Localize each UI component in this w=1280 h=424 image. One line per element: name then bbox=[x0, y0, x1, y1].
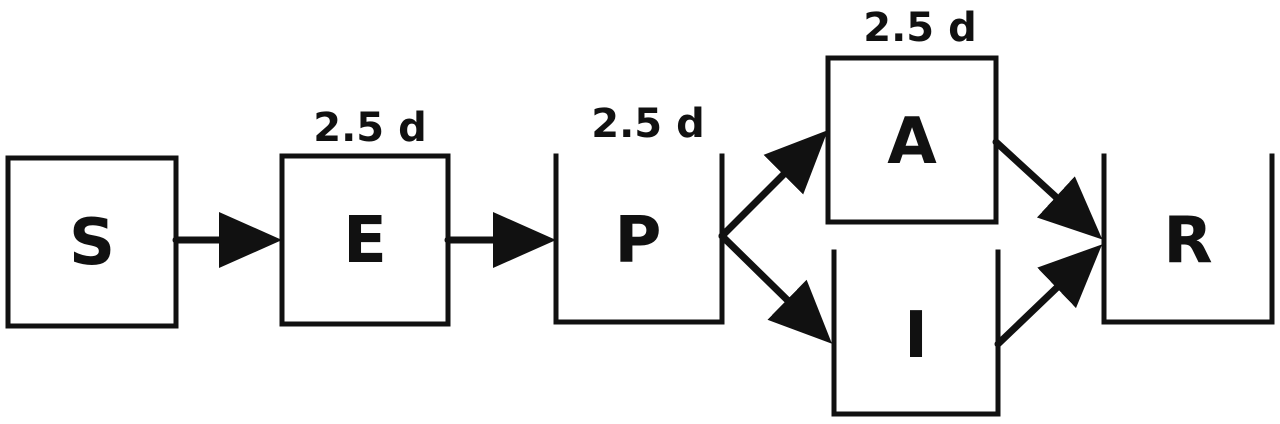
node-p-duration: 2.5 d bbox=[591, 101, 704, 147]
node-p: P 2.5 d bbox=[553, 101, 725, 325]
node-i-label: I bbox=[904, 299, 928, 373]
node-r: R bbox=[1101, 153, 1275, 325]
arrow-p-to-i bbox=[718, 232, 832, 344]
node-a: A 2.5 d bbox=[825, 5, 999, 225]
node-a-label: A bbox=[887, 105, 937, 179]
node-s-label: S bbox=[69, 206, 115, 280]
arrow-a-to-r bbox=[992, 138, 1103, 240]
node-e-duration: 2.5 d bbox=[313, 105, 426, 151]
arrow-p-to-a bbox=[718, 130, 828, 240]
node-r-label: R bbox=[1163, 204, 1212, 278]
node-i-box bbox=[831, 249, 1001, 417]
arrow-i-to-r bbox=[994, 244, 1103, 348]
node-r-box bbox=[1101, 153, 1275, 325]
node-e-label: E bbox=[343, 204, 387, 278]
node-i: I bbox=[831, 249, 1001, 417]
node-a-duration: 2.5 d bbox=[863, 5, 976, 51]
node-s: S bbox=[5, 155, 179, 329]
node-e: E 2.5 d bbox=[279, 105, 451, 327]
node-p-label: P bbox=[615, 204, 662, 278]
